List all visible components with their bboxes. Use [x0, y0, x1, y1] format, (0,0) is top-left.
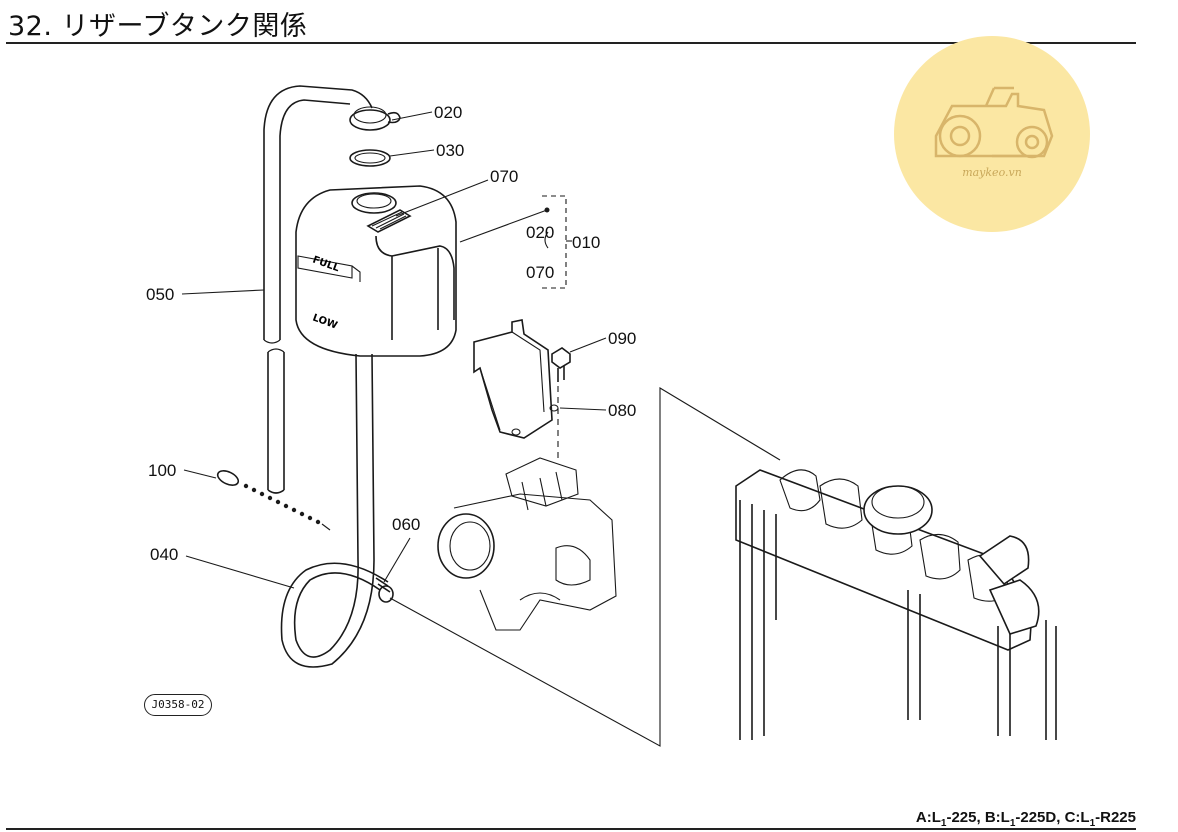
set-callout-010: 010: [572, 233, 600, 252]
footer-model-c: C:L: [1064, 809, 1090, 826]
footer-model-c-sub: 1: [1089, 818, 1096, 829]
footer-model-a: A:L: [915, 809, 941, 826]
radiator: [735, 469, 1057, 740]
footer-model-b-sub: 1: [1009, 818, 1016, 829]
callout-060: 060: [392, 515, 420, 534]
leader-lines: [181, 111, 607, 589]
callout-080: 080: [608, 401, 636, 420]
callout-020: 020: [434, 103, 462, 122]
footer-model-b: B:L: [984, 809, 1010, 826]
tank-cap: [349, 106, 401, 131]
footer-model-c-suffix: -R225: [1095, 809, 1136, 826]
watermark-text: maykeo.vn: [962, 166, 1022, 179]
band-chain: [216, 470, 331, 531]
callout-100: 100: [148, 461, 176, 480]
title-rule: [6, 42, 1136, 44]
engine-outline: [437, 457, 617, 631]
callout-040: 040: [150, 545, 178, 564]
hose-clip: [375, 577, 391, 593]
page-title: 32. リザーブタンク関係: [8, 11, 308, 42]
reserve-tank: [295, 185, 457, 357]
footer-rule: [6, 828, 1136, 830]
tractor-icon: [934, 86, 1054, 159]
cap-packing: [349, 149, 391, 167]
callout-090: 090: [608, 329, 636, 348]
drawing-code: J0358-02: [144, 694, 212, 716]
set-bracket: [459, 195, 572, 289]
watermark-logo: maykeo.vn: [894, 36, 1090, 232]
stay-bolt: [551, 347, 571, 382]
footer-model-a-sub: 1: [940, 818, 947, 829]
callout-070: 070: [490, 167, 518, 186]
set-callout-070: 070: [526, 263, 554, 282]
footer-model-a-suffix: -225,: [946, 809, 985, 826]
footer-model-b-suffix: -225D,: [1015, 809, 1065, 826]
set-callout-020: 020: [526, 223, 554, 242]
model-footer: A:L1-225, B:L1-225D, C:L1-R225: [916, 809, 1136, 829]
overflow-hose: [263, 85, 373, 494]
radiator-hose: [280, 353, 394, 668]
callout-030: 030: [436, 141, 464, 160]
tank-stay: [473, 319, 559, 439]
callout-050: 050: [146, 285, 174, 304]
